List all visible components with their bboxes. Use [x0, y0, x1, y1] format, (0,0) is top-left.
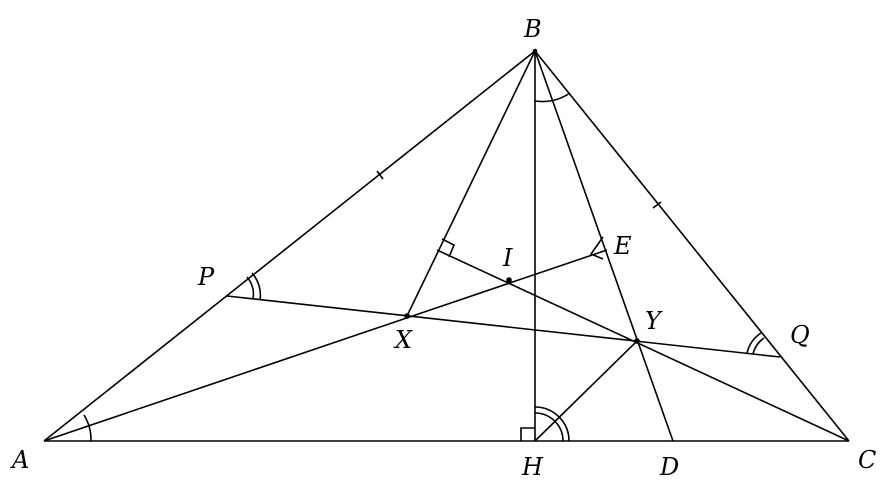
label-E: E [614, 232, 632, 260]
tick-BC [652, 201, 662, 209]
segment-BX [406, 50, 536, 317]
label-Y: Y [645, 307, 661, 335]
label-C: C [858, 446, 877, 474]
segment-BC [534, 50, 850, 442]
point-X [404, 313, 410, 319]
angle-arc-P-outer [251, 272, 262, 301]
segment-AE [43, 249, 608, 442]
label-I: I [503, 244, 513, 272]
point-B [532, 48, 538, 54]
angle-arc-H-outer [534, 406, 570, 442]
angle-arc-Q-inner [752, 337, 765, 355]
label-B: B [524, 15, 542, 43]
point-Y [634, 338, 640, 344]
angle-arc-B [534, 92, 571, 103]
label-X: X [395, 326, 413, 354]
segment-foot-C [436, 249, 850, 442]
label-D: D [660, 453, 680, 481]
angle-arc-P-inner [246, 276, 255, 300]
right-angle-foot-BX [441, 238, 456, 258]
angle-arc-H-inner [534, 412, 564, 442]
angle-arc-A [83, 414, 92, 442]
label-Q: Q [790, 321, 810, 349]
tick-AB [376, 170, 384, 180]
segment-PQ [226, 295, 781, 358]
label-A: A [12, 446, 30, 474]
segment-YH [534, 340, 638, 442]
right-angle-H [520, 427, 535, 441]
angle-arc-Q-outer [746, 332, 762, 354]
point-I [506, 277, 512, 283]
label-H: H [522, 453, 543, 481]
segment-AB [43, 50, 536, 442]
segment-BD [534, 50, 674, 442]
label-P: P [198, 263, 215, 291]
right-angle-E [589, 236, 604, 260]
